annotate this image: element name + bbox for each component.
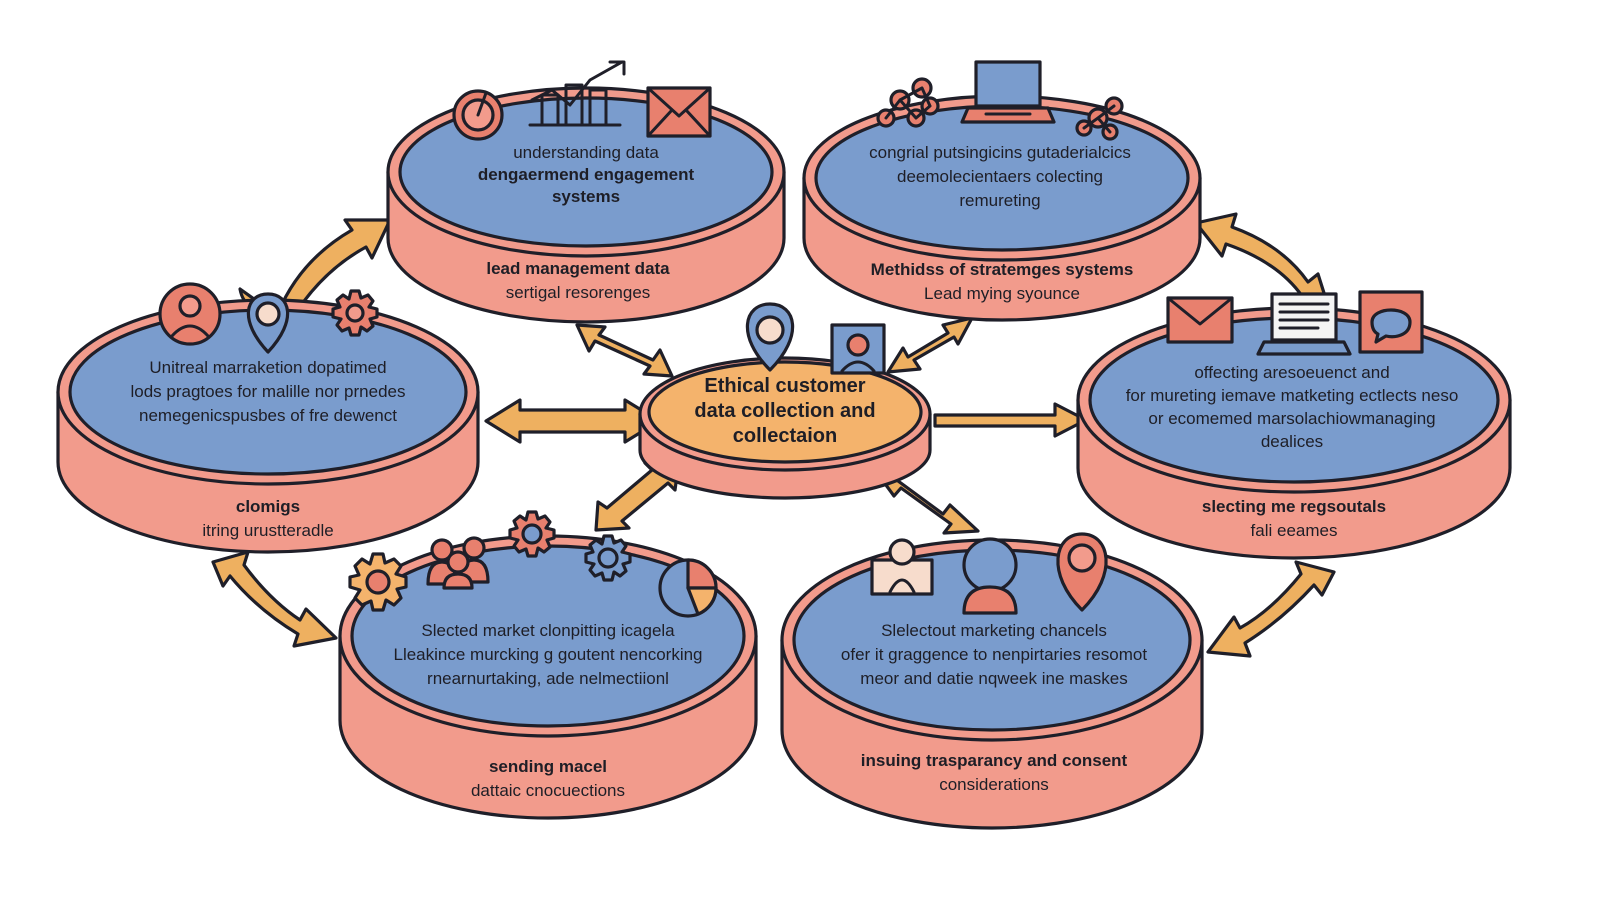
node-top-right [802,94,1202,322]
nodes-4-side_lines-line-2: dattaic cnocuections [471,781,625,800]
location-pin-icon [1056,532,1108,612]
nodes-5-side_lines-line-2: considerations [939,775,1049,794]
node-middle-right [1076,306,1512,560]
gear-icon [348,552,408,612]
nodes-0-side_lines-line-2: sertigal resorenges [506,283,651,302]
chat-icon [1358,290,1424,354]
arrow-middle-right-to-bottom-right [1206,560,1336,658]
pie-chart-icon [658,558,718,618]
laptop-icon [960,60,1056,124]
nodes-4-side_lines-line-1: sending macel [489,757,607,776]
nodes-3-side_lines-line-1: slecting me regsoutals [1202,497,1386,516]
node-center [638,356,932,500]
arrow-center-to-middle-left [484,398,661,444]
nodes-2-side_lines-line-1: clomigs [236,497,300,516]
arrow-center-to-top-right [886,316,974,374]
nodes-2-top_lines-line-2: lods pragtoes for malille nor prnedes [131,382,406,401]
nodes-0-top_lines-line-2: dengaermend engagement [478,165,695,184]
user-icon [158,282,222,346]
nodes-5-top_lines-line-3: meor and datie nqweek ine maskes [860,669,1127,688]
nodes-3-top_lines-line-1: offecting aresoeuenct and [1194,363,1389,382]
nodes-5-top_lines-line-2: ofer it graggence to nenpirtaries resomo… [841,645,1147,664]
user-icon [962,537,1018,615]
diagram-text: understanding data dengaermend engagement… [131,143,1459,800]
nodes-5-top_lines-line-1: Slelectout marketing chancels [881,621,1107,640]
location-pin-icon [745,302,795,372]
mail-icon [1166,296,1234,344]
nodes-2-side_lines-line-2: itring urustteradle [202,521,333,540]
target-icon [452,89,504,141]
nodes-0-side_lines-line-1: lead management data [486,259,670,278]
bar-chart-icon [528,60,626,127]
network-icon [876,77,940,128]
gear-icon [508,510,556,558]
gear-icon [331,289,379,337]
nodes-5-side_lines-line-1: insuing trasparancy and consent [861,751,1128,770]
nodes-0-top_lines-line-3: systems [552,187,620,206]
nodes-3-top_lines-line-3: or ecomemed marsolachiowmanaging [1148,409,1435,428]
arrow-center-to-middle-right [933,402,1088,438]
nodes-1-top_lines-line-1: congrial putsingicins gutaderialcics [869,143,1131,162]
mail-icon [646,86,712,138]
nodes-3-top_lines-line-2: for mureting iemave matketing ectlects n… [1126,386,1459,405]
arrow-center-to-top-left [575,323,674,378]
user-icon [870,538,934,596]
nodes-3-top_lines-line-4: dealices [1261,432,1323,451]
nodes-3-side_lines-line-2: fali eeames [1251,521,1338,540]
center-title-line-2: data collection and [694,400,875,422]
nodes-1-side_lines-line-1: Methidss of stratemges systems [871,260,1134,279]
nodes-0-top_lines-line-1: understanding data [513,143,659,162]
arrow-middle-left-to-bottom-left [211,550,338,648]
nodes-2-top_lines-line-1: Unitreal marraketion dopatimed [149,358,386,377]
node-middle-left [56,298,480,554]
location-pin-icon [246,292,290,354]
center-title-line-3: collectaion [733,425,837,447]
nodes-1-top_lines-line-2: deemolecientaers colecting [897,167,1103,186]
gear-icon [584,534,632,582]
center-title-line-1: Ethical customer [704,375,865,397]
nodes-4-top_lines-line-2: Lleakince murcking g goutent nencorking [393,645,702,664]
user-icon [830,323,886,375]
nodes-2-top_lines-line-3: nemegenicspusbes of fre dewenct [139,406,397,425]
nodes-4-top_lines-line-3: rnearnurtaking, ade nelmectiionl [427,669,669,688]
nodes-1-side_lines-line-2: Lead mying syounce [924,284,1080,303]
users-icon [426,536,490,590]
laptop-icon [1256,292,1352,356]
nodes-4-top_lines-line-1: Slected market clonpitting icagela [421,621,675,640]
network-icon [1075,96,1124,141]
nodes-1-top_lines-line-3: remureting [959,191,1040,210]
